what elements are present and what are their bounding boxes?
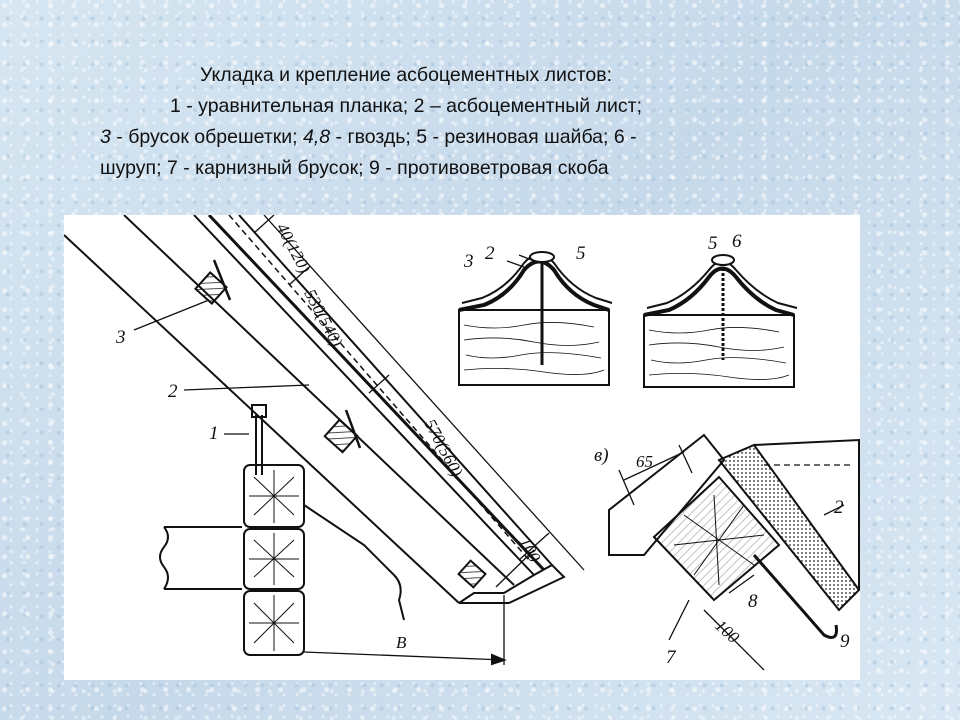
caption-item-3-text: - брусок обрешетки; <box>110 126 304 148</box>
detail-c-grain <box>673 494 765 586</box>
detail-c-label-8: 8 <box>748 591 758 612</box>
dim-65-line <box>623 451 685 481</box>
detail-c-label-7: 7 <box>666 647 677 668</box>
dim-65-ext1 <box>618 469 635 506</box>
detail-c-dim-100: 100 <box>711 616 743 648</box>
detail-a-label-5: 5 <box>576 243 586 264</box>
sheet-upper-line <box>207 215 546 572</box>
detail-b-batten <box>643 314 795 388</box>
caption-title: Укладка и крепление асбоцементных листов… <box>200 64 612 86</box>
sheet-top-line <box>238 215 553 566</box>
detail-c-label-9: 9 <box>840 631 850 652</box>
leader-2 <box>183 384 310 391</box>
caption-item-4-8: 4,8 <box>303 126 331 148</box>
main-label-3: 3 <box>115 327 126 348</box>
detail-c-section <box>608 433 860 671</box>
dim-b-arrow <box>491 653 507 666</box>
detail-a-batten <box>458 309 610 386</box>
dim-65-ext2 <box>678 444 693 474</box>
nail-middle <box>344 409 362 449</box>
dim-tick-5 <box>495 549 535 588</box>
log-lower <box>243 590 305 656</box>
main-roof-section <box>64 215 585 666</box>
detail-c-leader-8 <box>728 574 755 594</box>
roof-rafter-line <box>123 215 515 586</box>
main-label-2: 2 <box>168 381 178 402</box>
detail-b-label-6: 6 <box>732 231 742 252</box>
dim-b-line <box>303 651 505 661</box>
detail-b-wood-grain <box>648 327 790 380</box>
leader-3 <box>133 299 210 331</box>
detail-a-wood-grain <box>463 322 605 375</box>
caption-line-2: 1 - уравнительная планка; 2 – асбоцемент… <box>170 95 642 117</box>
technical-drawing: 3 2 1 40(120) 530(540) 570(560) 100 B 3 … <box>64 215 860 680</box>
levelling-strip-cap <box>251 404 267 418</box>
detail-a-sheet <box>458 259 610 312</box>
detail-c-bracket <box>752 554 838 639</box>
sheet-lower-line <box>193 215 535 576</box>
detail-c-label-2: 2 <box>834 497 844 518</box>
caption-item-3: 3 <box>100 126 111 148</box>
detail-b-label-5: 5 <box>708 233 718 254</box>
dim-40-120: 40(120) <box>272 220 314 277</box>
cross-beam-break <box>159 526 169 590</box>
detail-c-leader-7 <box>668 599 690 641</box>
dim-tick-2 <box>288 266 310 286</box>
detail-b-washer <box>711 254 735 266</box>
nail-top <box>212 259 232 301</box>
detail-a-washer <box>529 251 555 263</box>
detail-c-dim-65: 65 <box>636 452 653 471</box>
detail-a-label-3: 3 <box>463 251 474 272</box>
detail-a-leader-2 <box>518 254 535 262</box>
batten-block-bottom <box>457 559 487 589</box>
detail-c-tag: в) <box>594 445 609 466</box>
detail-c-sheet-outline <box>753 438 860 590</box>
drawing-canvas: 3 2 1 40(120) 530(540) 570(560) 100 B 3 … <box>64 215 860 671</box>
log-middle <box>243 528 305 590</box>
detail-a-label-2: 2 <box>485 243 495 264</box>
log-upper <box>243 464 305 528</box>
caption-line-4: шуруп; 7 - карнизный брусок; 9 - противо… <box>100 157 609 179</box>
batten-block-top <box>194 271 228 305</box>
eaves-end <box>458 563 566 604</box>
detail-c-leader-2 <box>823 504 845 516</box>
batten-block-middle <box>323 418 359 454</box>
detail-b-sheet <box>643 266 795 317</box>
dim-100-c-line <box>703 609 765 671</box>
dim-tick-4 <box>518 532 550 561</box>
log-grain <box>249 470 299 651</box>
figure-caption: Укладка и крепление асбоцементных листов… <box>100 60 880 184</box>
detail-b-section <box>643 254 798 388</box>
sheet-dashed-line <box>228 215 530 561</box>
caption-line-3: 3 - брусок обрешетки; 4,8 - гвоздь; 5 - … <box>100 122 880 153</box>
slope-dimension-line <box>263 215 585 571</box>
caption-item-4-8-text: - гвоздь; 5 - резиновая шайба; 6 - <box>330 126 637 148</box>
detail-a-leader-3 <box>506 260 525 268</box>
dim-tick-1 <box>253 215 275 234</box>
dim-b-label: B <box>396 633 407 652</box>
main-label-1: 1 <box>209 423 219 444</box>
rafter-end-contour <box>303 504 405 621</box>
detail-c-rafter <box>608 433 726 556</box>
detail-a-section <box>458 251 613 386</box>
dim-tick-3 <box>368 374 390 394</box>
